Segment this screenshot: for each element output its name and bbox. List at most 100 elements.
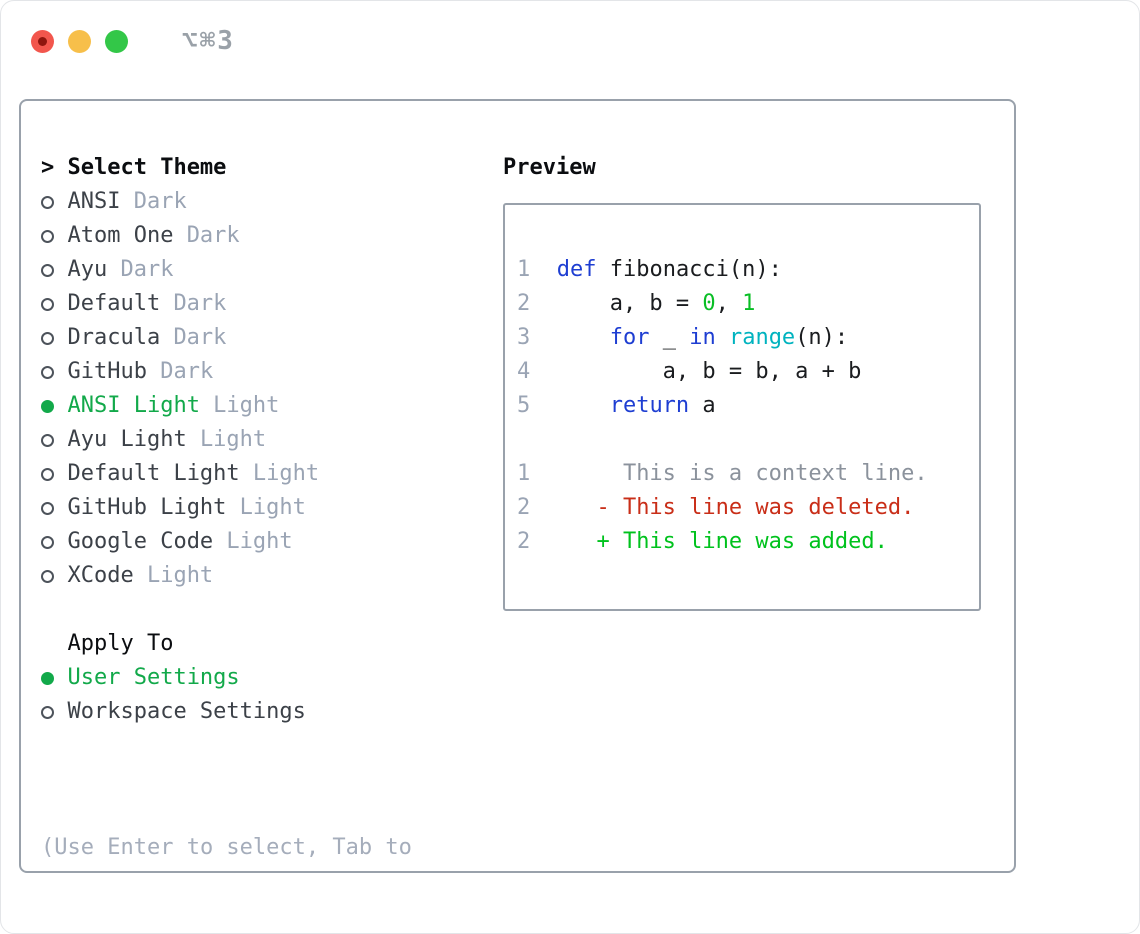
selection-caret: >	[41, 155, 55, 180]
token-pl: (n):	[795, 325, 849, 350]
code-text: a, b = b, a + b	[557, 355, 862, 389]
theme-option-ayu-light[interactable]: Ayu Light Light	[41, 423, 412, 457]
code-text: - This line was deleted.	[556, 491, 915, 525]
token-num: 1	[742, 291, 756, 316]
line-number: 1	[517, 461, 531, 486]
token-pl	[557, 325, 610, 350]
code-text: + This line was added.	[556, 525, 888, 559]
radio-gutter	[41, 365, 67, 379]
theme-option-atom-one[interactable]: Atom One Dark	[41, 219, 412, 253]
apply-option-workspace-settings[interactable]: Workspace Settings	[41, 695, 412, 729]
titlebar: ⌥⌘3	[31, 26, 235, 56]
theme-name: Ayu	[67, 257, 108, 282]
preview-title: Preview	[503, 155, 596, 180]
theme-name: Atom One	[67, 223, 174, 248]
token-num: 0	[702, 291, 716, 316]
theme-variant: Light	[146, 563, 214, 588]
theme-variant: Light	[226, 529, 293, 554]
radio-icon	[41, 331, 54, 345]
zoom-button-icon[interactable]	[105, 29, 128, 53]
theme-name: Default Light	[67, 461, 240, 486]
apply-to-header-row: Apply To	[41, 627, 412, 661]
theme-variant: Dark	[120, 257, 174, 282]
token-del: - This line was deleted.	[556, 495, 915, 520]
select-theme-title: Select Theme	[67, 155, 227, 180]
token-pl	[716, 325, 729, 350]
radio-icon	[41, 535, 54, 549]
line-number: 5	[517, 393, 531, 418]
code-text: def fibonacci(n):	[557, 253, 782, 287]
radio-gutter	[41, 297, 67, 311]
radio-icon	[41, 195, 54, 209]
token-kw: in	[689, 325, 716, 350]
radio-gutter	[41, 263, 67, 277]
radio-icon	[41, 433, 54, 447]
token-bi: range	[728, 325, 796, 350]
radio-gutter	[41, 195, 67, 209]
token-kw: return	[609, 393, 690, 418]
token-pl: a, b =	[556, 291, 703, 316]
code-text: return a	[557, 389, 716, 423]
theme-option-ayu[interactable]: Ayu Dark	[41, 253, 412, 287]
spacer	[41, 729, 412, 763]
preview-line: 3 for _ in range(n):	[517, 321, 979, 355]
code-text: a, b = 0, 1	[557, 287, 756, 321]
radio-gutter	[41, 229, 67, 243]
preview-line: 2 a, b = 0, 1	[517, 287, 979, 321]
minimize-button-icon[interactable]	[68, 29, 91, 53]
token-pl: ,	[715, 291, 743, 316]
theme-option-google-code[interactable]: Google Code Light	[41, 525, 412, 559]
radio-gutter	[41, 705, 67, 719]
theme-variant: Light	[199, 427, 267, 452]
preview-line: 2 + This line was added.	[517, 525, 979, 559]
radio-selected-icon	[41, 671, 54, 685]
token-pl	[557, 393, 610, 418]
close-button-icon[interactable]	[31, 29, 54, 53]
preview-line: 2 - This line was deleted.	[517, 491, 979, 525]
token-add: + This line was added.	[556, 529, 888, 554]
radio-icon	[41, 467, 54, 481]
hint-line-1: (Use Enter to select, Tab to	[41, 835, 412, 860]
radio-gutter	[41, 535, 67, 549]
code-text: for _ in range(n):	[557, 321, 848, 355]
theme-name: ANSI Light	[67, 393, 200, 418]
token-kw: def	[556, 257, 597, 282]
theme-name: Google Code	[67, 529, 214, 554]
radio-icon	[41, 501, 54, 515]
token-pl: a, b = b, a + b	[556, 359, 862, 384]
line-number: 2	[517, 529, 531, 554]
theme-name: ANSI	[67, 189, 121, 214]
window-title: ⌥⌘3	[182, 26, 235, 56]
radio-gutter	[41, 501, 67, 515]
theme-variant: Dark	[160, 359, 214, 384]
apply-option-user-settings[interactable]: User Settings	[41, 661, 412, 695]
line-number: 3	[517, 325, 531, 350]
token-pl: a	[689, 393, 716, 418]
theme-name: Default	[67, 291, 161, 316]
theme-name: Ayu Light	[67, 427, 187, 452]
token-ctx: This is a context line.	[556, 461, 928, 486]
radio-icon	[41, 229, 54, 243]
line-number: 4	[517, 359, 531, 384]
radio-icon	[41, 365, 54, 379]
radio-gutter	[41, 433, 67, 447]
spacer	[41, 593, 412, 627]
radio-icon	[41, 569, 54, 583]
theme-variant: Dark	[186, 223, 240, 248]
line-number	[517, 423, 530, 457]
radio-icon	[41, 297, 54, 311]
